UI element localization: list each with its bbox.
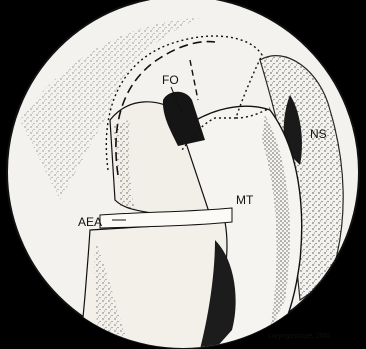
figure-credit: Laryngoscope, 2001	[268, 333, 332, 340]
label-aea: AEA	[78, 215, 102, 229]
label-fo: FO	[162, 73, 179, 87]
label-ns: NS	[310, 127, 327, 141]
label-mt: MT	[236, 193, 254, 207]
